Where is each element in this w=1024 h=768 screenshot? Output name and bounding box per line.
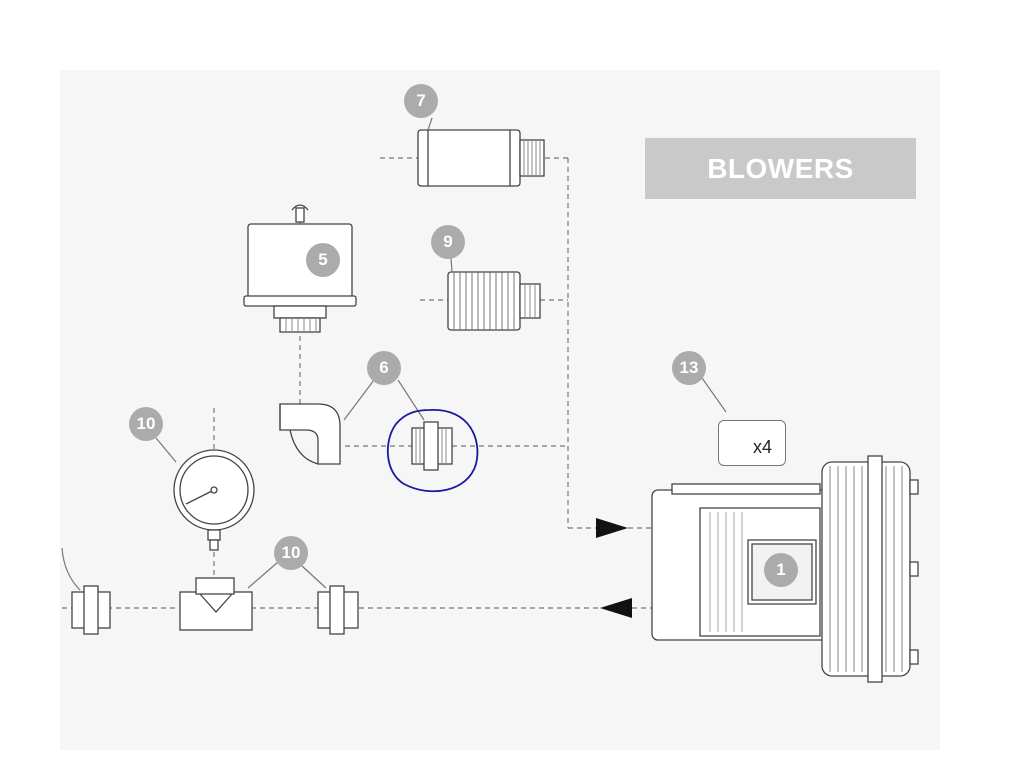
title-band: [645, 138, 916, 199]
part-10-tee: [179, 577, 253, 631]
quantity-label: x4: [753, 437, 773, 457]
callout-5: 5: [306, 243, 340, 277]
callout-7: 7: [404, 84, 438, 118]
part-6-nipple: [411, 421, 453, 471]
diagram-title: BLOWERS: [707, 153, 854, 184]
highlight-circle: [386, 409, 479, 493]
outlet-arrow: [600, 598, 632, 618]
inlet-arrow: [596, 518, 628, 538]
part-9-filter: [447, 271, 541, 331]
quantity-box: [718, 420, 786, 466]
callout-1: 1: [764, 553, 798, 587]
part-1-blower: [651, 455, 919, 683]
left-nipple: [71, 585, 111, 635]
callout-6: 6: [367, 351, 401, 385]
part-10-pressure-gauge: [173, 449, 255, 551]
callout-13: 13: [672, 351, 706, 385]
flow-arrows: [596, 518, 652, 618]
part-6-elbow: [279, 403, 341, 465]
part-10-nipple: [317, 585, 359, 635]
part-10-leader-lines: [247, 561, 327, 589]
part-6-leader-lines: [343, 379, 425, 421]
callout-9: 9: [431, 225, 465, 259]
callout-10-tee: 10: [274, 536, 308, 570]
part-7-silencer: [417, 129, 545, 187]
callout-10-gauge: 10: [129, 407, 163, 441]
